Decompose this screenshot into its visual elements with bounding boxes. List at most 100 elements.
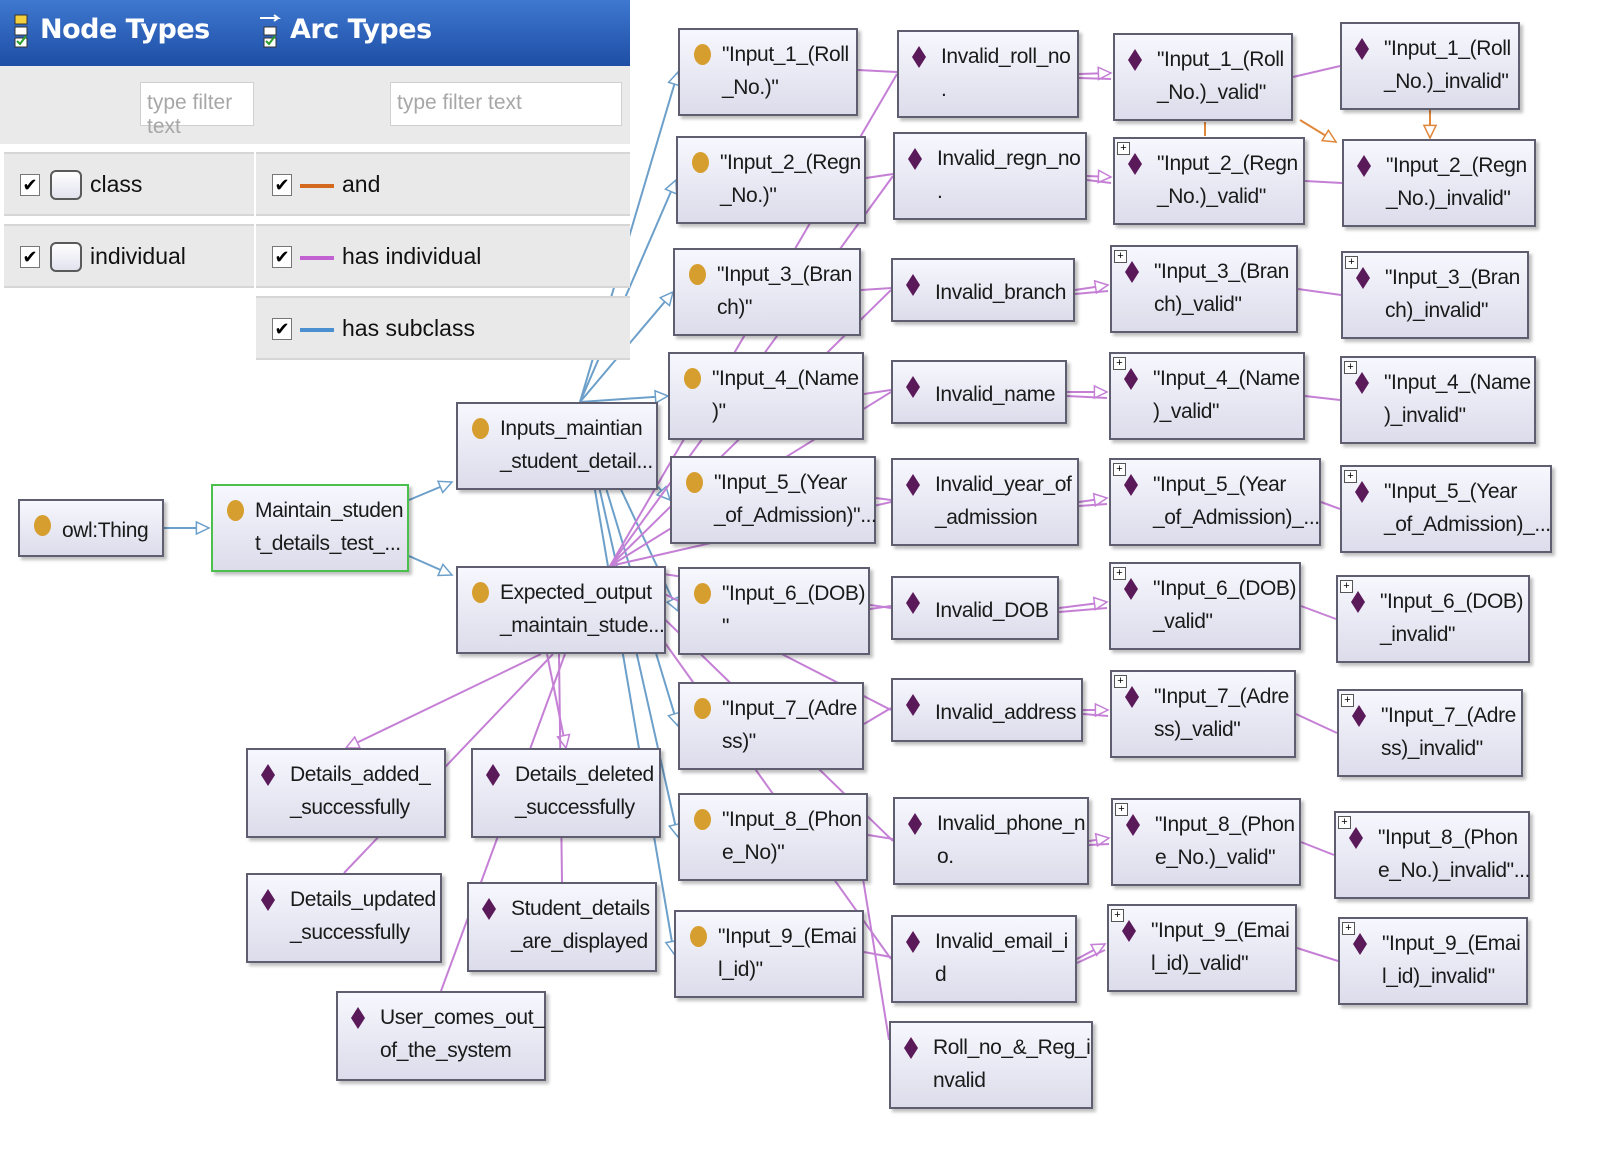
- node-invalid-6[interactable]: Invalid_DOB: [891, 576, 1059, 640]
- node-label: "Input_1_(Roll _No.)": [722, 43, 849, 99]
- arc-type-row-has-subclass[interactable]: ✔ has subclass: [256, 296, 630, 360]
- node-invalid-output-2[interactable]: "Input_2_(Regn _No.)_invalid": [1342, 139, 1536, 227]
- node-output-updated[interactable]: Details_updated _successfully: [246, 873, 442, 963]
- edge-invalid-to-valid-2: [1086, 169, 1113, 184]
- has-individual-checkbox[interactable]: ✔: [272, 246, 292, 268]
- expand-icon[interactable]: +: [1341, 694, 1354, 707]
- expand-icon[interactable]: +: [1114, 250, 1127, 263]
- node-input-6[interactable]: "Input_6_(DOB) ": [678, 567, 870, 655]
- node-invalid-output-8[interactable]: +"Input_8_(Phon e_No.)_invalid"...: [1334, 811, 1530, 899]
- node-invalid-3[interactable]: Invalid_branch: [891, 258, 1075, 322]
- individual-checkbox[interactable]: ✔: [20, 246, 40, 268]
- node-valid-7[interactable]: +"Input_7_(Adre ss)_valid": [1110, 670, 1296, 758]
- node-valid-3[interactable]: +"Input_3_(Bran ch)_valid": [1110, 245, 1298, 333]
- node-valid-1[interactable]: "Input_1_(Roll _No.)_valid": [1113, 33, 1293, 121]
- node-input-7[interactable]: "Input_7_(Adre ss)": [678, 682, 864, 770]
- node-type-row-class[interactable]: ✔ class: [4, 152, 254, 216]
- node-input-4[interactable]: "Input_4_(Name )": [668, 352, 864, 440]
- edge-invalid-to-valid-4: [1067, 384, 1109, 400]
- node-output-added[interactable]: Details_added_ _successfully: [246, 748, 446, 838]
- node-valid-9[interactable]: +"Input_9_(Emai l_id)_valid": [1107, 904, 1297, 992]
- individual-diamond-icon: [1349, 827, 1363, 849]
- node-type-row-individual[interactable]: ✔ individual: [4, 224, 254, 288]
- has-subclass-checkbox[interactable]: ✔: [272, 318, 292, 340]
- node-valid-6[interactable]: + "Input_6_(DOB) _valid": [1109, 562, 1301, 650]
- arc-type-filter-input[interactable]: type filter text: [390, 82, 622, 126]
- node-owl-thing[interactable]: owl:Thing: [18, 499, 164, 557]
- expand-icon[interactable]: +: [1113, 357, 1126, 370]
- node-invalid-output-4[interactable]: +"Input_4_(Name )_invalid": [1340, 356, 1536, 444]
- expand-icon[interactable]: +: [1340, 580, 1353, 593]
- node-valid-8[interactable]: +"Input_8_(Phon e_No.)_valid": [1111, 798, 1301, 886]
- edge-invalid-to-valid-b-2: [1086, 179, 1112, 184]
- arc-type-row-has-individual[interactable]: ✔ has individual: [256, 224, 630, 288]
- expand-icon[interactable]: +: [1344, 361, 1357, 374]
- expand-icon[interactable]: +: [1338, 816, 1351, 829]
- arc-type-row-and[interactable]: ✔ and: [256, 152, 630, 216]
- node-output-deleted[interactable]: Details_deleted _successfully: [471, 748, 661, 838]
- node-label: Maintain_studen t_details_test_...: [255, 499, 404, 555]
- edge-invalid-to-valid-b-6: [1058, 607, 1108, 613]
- expand-icon[interactable]: +: [1117, 142, 1130, 155]
- individual-label: individual: [90, 243, 186, 269]
- edge-valid-to-invalid-output-2: [1304, 180, 1343, 184]
- node-valid-2[interactable]: + "Input_2_(Regn _No.)_valid": [1113, 137, 1305, 225]
- node-invalid-output-9[interactable]: +"Input_9_(Emai l_id)_invalid": [1338, 917, 1528, 1005]
- node-valid-5[interactable]: +"Input_5_(Year _of_Admission)_...: [1109, 458, 1321, 546]
- expand-icon[interactable]: +: [1114, 675, 1127, 688]
- node-invalid-8[interactable]: Invalid_phone_n o.: [893, 797, 1089, 885]
- node-invalid-2[interactable]: Invalid_regn_no .: [893, 132, 1087, 220]
- node-invalid-output-7[interactable]: +"Input_7_(Adre ss)_invalid": [1337, 689, 1523, 777]
- node-invalid-9[interactable]: Invalid_email_i d: [891, 915, 1077, 1003]
- node-label: "Input_1_(Roll _No.)_invalid": [1384, 37, 1511, 93]
- node-input-1[interactable]: "Input_1_(Roll _No.)": [678, 28, 858, 116]
- node-invalid-output-6[interactable]: +"Input_6_(DOB) _invalid": [1336, 575, 1530, 663]
- edge-invalid-to-valid-b-3: [1074, 290, 1109, 295]
- node-invalid-output-3[interactable]: +"Input_3_(Bran ch)_invalid": [1341, 251, 1529, 339]
- class-label: class: [90, 171, 143, 197]
- node-invalid-output-5[interactable]: +"Input_5_(Year _of_Admission)_...: [1340, 465, 1552, 553]
- edge-invalid-to-valid-8: [1088, 832, 1111, 848]
- node-label: "Input_2_(Regn _No.)_valid": [1157, 152, 1298, 208]
- node-invalid-output-1[interactable]: "Input_1_(Roll _No.)_invalid": [1340, 22, 1520, 110]
- node-output-displayed[interactable]: Student_details _are_displayed: [467, 882, 657, 972]
- node-maintain[interactable]: Maintain_studen t_details_test_...: [211, 484, 409, 572]
- edge-valid-to-invalid-output-7: [1295, 713, 1338, 734]
- edge-invalid-to-valid-5: [1078, 492, 1109, 508]
- class-checkbox[interactable]: ✔: [20, 174, 40, 196]
- node-input-3[interactable]: "Input_3_(Bran ch)": [673, 248, 861, 336]
- node-invalid-7[interactable]: Invalid_address: [891, 678, 1083, 742]
- expand-icon[interactable]: +: [1342, 922, 1355, 935]
- node-expected[interactable]: Expected_output _maintain_stude...: [456, 566, 666, 654]
- and-checkbox[interactable]: ✔: [272, 174, 292, 196]
- expand-icon[interactable]: +: [1344, 470, 1357, 483]
- edge-valid-to-invalid-output-9: [1296, 947, 1339, 962]
- node-input-5[interactable]: "Input_5_(Year _of_Admission)"...: [670, 456, 877, 544]
- expand-icon[interactable]: +: [1345, 256, 1358, 269]
- edge-invalid-to-valid-b-7: [1082, 713, 1109, 717]
- expand-icon[interactable]: +: [1113, 567, 1126, 580]
- individual-diamond-icon: [1124, 474, 1138, 496]
- and-line-icon: [300, 184, 334, 188]
- individual-diamond-icon: [351, 1007, 365, 1029]
- node-input-2[interactable]: "Input_2_(Regn _No.)": [676, 136, 866, 224]
- node-invalid-5[interactable]: Invalid_year_of _admission: [891, 458, 1079, 546]
- expand-icon[interactable]: +: [1115, 803, 1128, 816]
- node-label: "Input_6_(DOB) _valid": [1153, 577, 1297, 633]
- node-inputs[interactable]: Inputs_maintian _student_detail...: [456, 402, 658, 490]
- node-input-8[interactable]: "Input_8_(Phon e_No)": [678, 793, 868, 881]
- edge-invalid-to-valid-7: [1083, 702, 1110, 718]
- node-label: owl:Thing: [62, 519, 149, 542]
- node-input-9[interactable]: "Input_9_(Emai l_id)": [674, 910, 864, 998]
- node-type-filter-input[interactable]: type filter text: [140, 82, 254, 138]
- node-invalid-1[interactable]: Invalid_roll_no .: [897, 30, 1079, 118]
- expand-icon[interactable]: +: [1111, 909, 1124, 922]
- node-valid-4[interactable]: +"Input_4_(Name )_valid": [1109, 352, 1305, 440]
- node-output-exit[interactable]: User_comes_out_ of_the_system: [336, 991, 546, 1081]
- and-label: and: [342, 171, 381, 197]
- node-invalid-4[interactable]: Invalid_name: [891, 360, 1067, 424]
- node-label: "Input_5_(Year _of_Admission)"...: [714, 471, 877, 527]
- node-invalid-10[interactable]: Roll_no_&_Reg_i nvalid: [889, 1021, 1093, 1109]
- expand-icon[interactable]: +: [1113, 463, 1126, 476]
